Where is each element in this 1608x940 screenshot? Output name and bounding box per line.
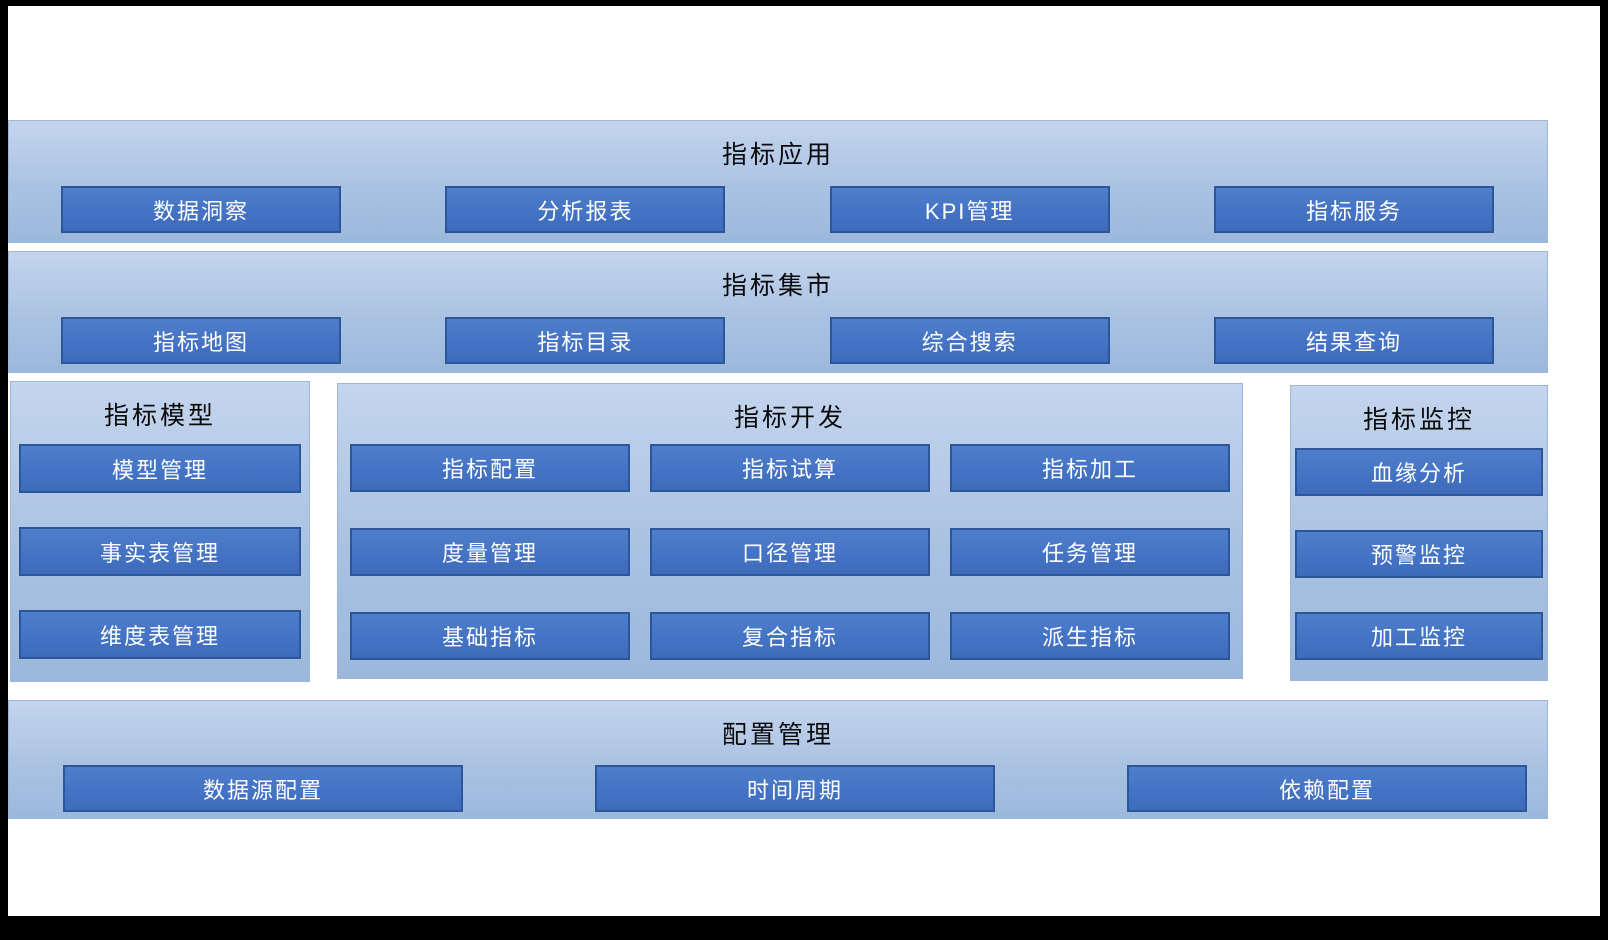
block-result-query: 结果查询	[1213, 317, 1494, 364]
block-fact-table-management: 事实表管理	[19, 527, 301, 576]
indicator-monitoring-stack: 血缘分析 预警监控 加工监控	[1291, 436, 1547, 660]
block-analysis-report: 分析报表	[445, 186, 726, 233]
panel-indicator-model: 指标模型 模型管理 事实表管理 维度表管理	[10, 381, 310, 682]
panel-title-indicator-application: 指标应用	[721, 141, 834, 169]
block-comprehensive-search: 综合搜索	[829, 317, 1110, 364]
panel-title-configuration-management: 配置管理	[721, 721, 834, 749]
panel-title-indicator-market: 指标集市	[721, 272, 834, 300]
frame-edge-bottom	[0, 916, 1608, 940]
block-task-management: 任务管理	[950, 528, 1230, 576]
block-indicator-config: 指标配置	[350, 444, 630, 492]
block-kpi-management: KPI管理	[829, 186, 1110, 233]
panel-configuration-management: 配置管理 数据源配置 时间周期 依赖配置	[8, 700, 1548, 819]
block-data-insight: 数据洞察	[61, 186, 341, 233]
frame-edge-top	[0, 0, 1608, 6]
block-composite-indicator: 复合指标	[650, 612, 930, 660]
block-indicator-service: 指标服务	[1213, 186, 1494, 233]
frame-edge-left	[0, 0, 8, 940]
panel-title-indicator-development: 指标开发	[733, 404, 846, 432]
block-datasource-config: 数据源配置	[63, 765, 463, 812]
block-time-period: 时间周期	[595, 765, 995, 812]
panel-indicator-application: 指标应用 数据洞察 分析报表 KPI管理 指标服务	[8, 120, 1548, 243]
indicator-development-grid: 指标配置 指标试算 指标加工 度量管理 口径管理 任务管理 基础指标 复合指标 …	[338, 434, 1242, 660]
panel-title-indicator-model: 指标模型	[103, 402, 216, 430]
panel-indicator-development: 指标开发 指标配置 指标试算 指标加工 度量管理 口径管理 任务管理 基础指标 …	[337, 383, 1243, 679]
indicator-market-row: 指标地图 指标目录 综合搜索 结果查询	[9, 302, 1547, 364]
indicator-model-stack: 模型管理 事实表管理 维度表管理	[11, 432, 309, 659]
panel-indicator-monitoring: 指标监控 血缘分析 预警监控 加工监控	[1290, 385, 1548, 681]
block-lineage-analysis: 血缘分析	[1295, 448, 1543, 496]
block-processing-monitoring: 加工监控	[1295, 612, 1543, 660]
indicator-application-row: 数据洞察 分析报表 KPI管理 指标服务	[9, 171, 1547, 233]
panel-indicator-market: 指标集市 指标地图 指标目录 综合搜索 结果查询	[8, 251, 1548, 373]
frame-edge-right	[1600, 0, 1608, 940]
block-indicator-map: 指标地图	[61, 317, 341, 364]
block-indicator-catalog: 指标目录	[445, 317, 726, 364]
block-caliber-management: 口径管理	[650, 528, 930, 576]
block-derived-indicator: 派生指标	[950, 612, 1230, 660]
panel-title-indicator-monitoring: 指标监控	[1362, 406, 1475, 434]
block-dimension-table-management: 维度表管理	[19, 610, 301, 659]
block-alert-monitoring: 预警监控	[1295, 530, 1543, 578]
block-dependency-config: 依赖配置	[1127, 765, 1527, 812]
block-indicator-trial-calculation: 指标试算	[650, 444, 930, 492]
block-measure-management: 度量管理	[350, 528, 630, 576]
configuration-management-row: 数据源配置 时间周期 依赖配置	[9, 751, 1547, 812]
block-indicator-processing: 指标加工	[950, 444, 1230, 492]
block-model-management: 模型管理	[19, 444, 301, 493]
block-basic-indicator: 基础指标	[350, 612, 630, 660]
